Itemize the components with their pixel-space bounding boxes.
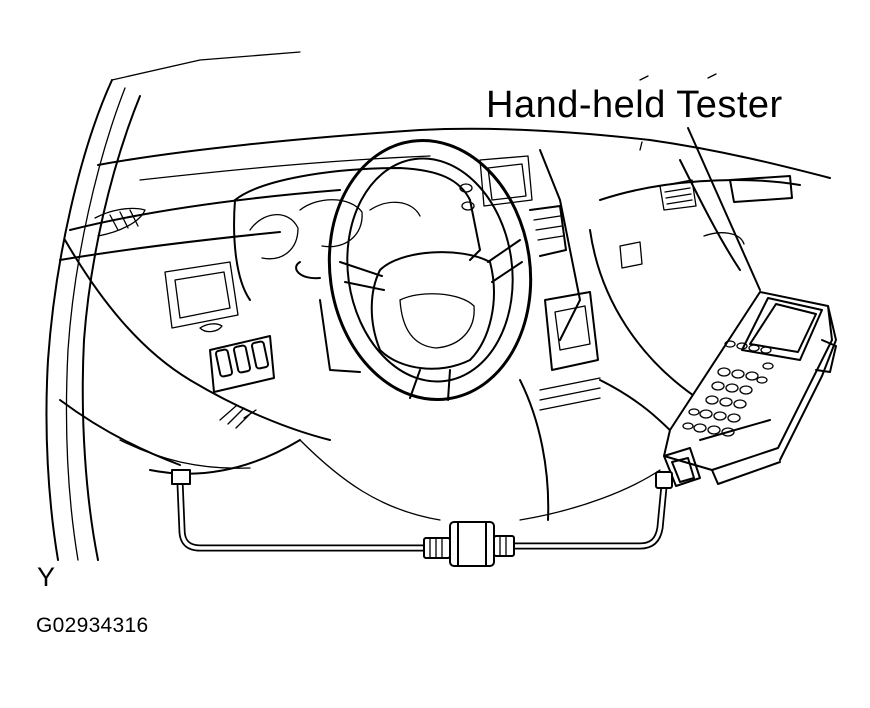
- left-dash-panel: [59, 231, 331, 475]
- hand-held-tester-label: Hand-held Tester: [486, 84, 783, 126]
- callout-leader: [687, 127, 761, 291]
- center-console: [519, 149, 681, 521]
- figure-id-label: G02934316: [36, 614, 149, 637]
- dlc-connector: [171, 469, 191, 485]
- diagnostic-cable: [171, 469, 673, 567]
- tester-keypad: [682, 362, 774, 437]
- hand-held-tester: [663, 291, 837, 487]
- passenger-dash: [589, 159, 801, 401]
- floor-lines: [299, 73, 717, 521]
- instrument-cluster: [233, 155, 533, 301]
- steering-wheel: [295, 139, 533, 401]
- view-code-label: Y: [37, 562, 56, 592]
- a-pillar: [45, 51, 301, 561]
- dashboard-top: [69, 127, 831, 237]
- cable-adapter: [449, 521, 495, 567]
